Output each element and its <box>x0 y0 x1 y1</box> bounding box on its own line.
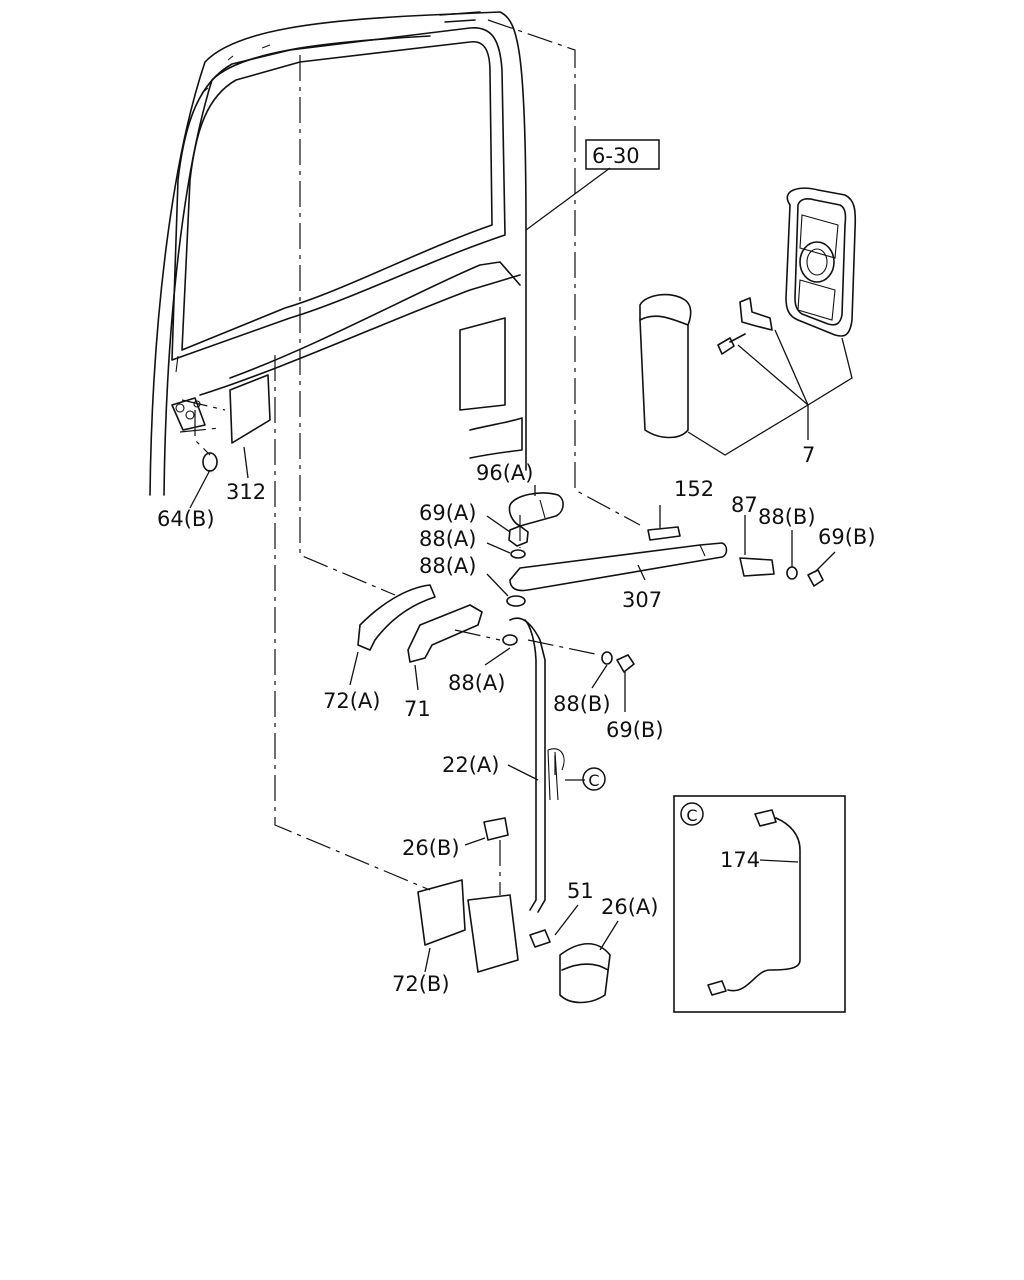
label-64b: 64(B) <box>157 507 215 531</box>
arm-22a <box>509 617 546 913</box>
label-88a-2: 88(A) <box>419 554 476 578</box>
ref-box-frame <box>585 139 660 170</box>
label-88b-mid: 88(B) <box>553 692 611 716</box>
mount-base <box>467 894 519 973</box>
bracket-71 <box>407 604 483 663</box>
screw-51 <box>529 929 551 948</box>
mirror-bracket <box>739 297 773 331</box>
washer-88a-mid <box>506 595 526 607</box>
door-frame <box>149 11 527 496</box>
label-72b: 72(B) <box>392 972 450 996</box>
cap-96a <box>508 492 564 527</box>
washer-88a-top <box>510 549 526 559</box>
nut-69a <box>508 525 529 547</box>
washer-88b-mid <box>601 651 613 665</box>
harness-174 <box>707 809 801 996</box>
mirror-cover <box>639 293 692 439</box>
label-26a: 26(A) <box>601 895 658 919</box>
label-69b-top: 69(B) <box>818 525 876 549</box>
label-152: 152 <box>674 477 714 501</box>
ref-box-label: 6-30 <box>592 144 640 168</box>
label-69a: 69(A) <box>419 501 476 525</box>
plate-72b <box>417 879 466 946</box>
label-51: 51 <box>567 879 594 903</box>
plate-152 <box>647 526 681 541</box>
inset-marker-circle <box>680 802 704 826</box>
label-307: 307 <box>622 588 662 612</box>
bracket-87 <box>739 557 775 577</box>
label-312: 312 <box>226 480 266 504</box>
mirror-screw <box>717 333 746 355</box>
washer-88b-top <box>786 566 798 580</box>
washer-88a-low <box>502 634 518 646</box>
label-87: 87 <box>731 493 758 517</box>
nut-69b-mid <box>616 654 635 673</box>
label-174: 174 <box>720 848 760 872</box>
label-72a: 72(A) <box>323 689 380 713</box>
hinge-bracket-312 <box>171 374 271 444</box>
label-88a-3: 88(A) <box>448 671 505 695</box>
clip-26b <box>483 817 509 841</box>
label-88a-1: 88(A) <box>419 527 476 551</box>
plug-64b <box>202 452 218 472</box>
label-26b: 26(B) <box>402 836 460 860</box>
detail-marker-circle <box>582 767 606 791</box>
detail-marker-letter: C <box>588 771 599 790</box>
label-88b-top: 88(B) <box>758 505 816 529</box>
arm-307 <box>509 542 728 592</box>
label-7: 7 <box>802 443 815 467</box>
cover-26a <box>559 942 611 1004</box>
label-22a: 22(A) <box>442 753 499 777</box>
inset-marker-letter: C <box>686 806 697 825</box>
bracket-72a <box>357 584 436 651</box>
inset-box <box>673 795 846 1013</box>
mirror-head-7 <box>785 187 857 337</box>
label-96a: 96(A) <box>476 461 533 485</box>
label-69b-mid: 69(B) <box>606 718 664 742</box>
alignment-lines <box>179 19 641 895</box>
wire-clip <box>547 748 565 801</box>
label-71: 71 <box>404 697 431 721</box>
leader-lines <box>349 485 836 973</box>
